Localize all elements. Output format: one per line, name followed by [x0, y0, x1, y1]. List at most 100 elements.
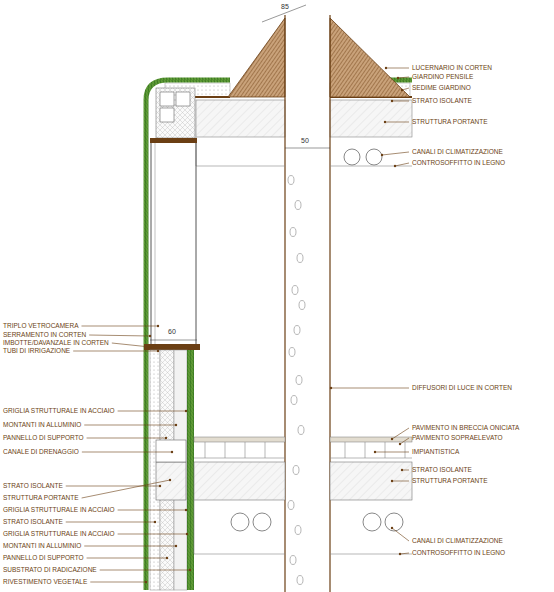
leader-dot: [169, 479, 171, 481]
leader-dot: [159, 485, 161, 487]
light-diffuser: [293, 466, 299, 475]
light-diffuser: [299, 301, 305, 310]
light-diffuser: [297, 576, 303, 585]
leader-dot: [165, 437, 167, 439]
leader-line: [89, 335, 150, 336]
leader-dot: [149, 346, 151, 348]
part-label: CONTROSOFFITTO IN LEGNO: [412, 550, 505, 557]
leader-dot: [384, 121, 386, 123]
leader-line: [375, 452, 409, 453]
part-label: CONTROSOFFITTO IN LEGNO: [412, 160, 505, 167]
part-label: IMBOTTE/DAVANZALE IN CORTEN: [3, 340, 109, 347]
leader-line: [82, 452, 172, 453]
light-diffuser: [298, 426, 304, 435]
leader-dot: [154, 521, 156, 523]
light-diffuser: [288, 176, 294, 185]
leader-dot: [185, 410, 187, 412]
part-label: STRATO ISOLANTE: [412, 98, 472, 105]
leader-dot: [175, 545, 177, 547]
leader-line: [66, 486, 160, 487]
leader-dot: [401, 89, 403, 91]
part-label: TRIPLO VETROCAMERA: [3, 323, 78, 330]
part-label: SEDIME GIARDINO: [412, 85, 471, 92]
leader-line: [73, 351, 158, 352]
part-label: CANALI DI CLIMATIZZAZIONE: [412, 149, 503, 156]
leader-dot: [381, 154, 383, 156]
leader-line: [386, 68, 409, 69]
leader-dot: [385, 67, 387, 69]
light-diffuser: [290, 556, 296, 565]
part-label: STRATO ISOLANTE: [3, 519, 63, 526]
part-label: GIARDINO PENSILE: [412, 74, 473, 81]
part-label: RIVESTIMENTO VEGETALE: [3, 579, 87, 586]
leader-line: [398, 77, 409, 78]
part-label: LUCERNARIO IN CORTEN: [412, 65, 492, 72]
leader-line: [392, 428, 409, 439]
leader-line: [385, 122, 409, 123]
leader-dot: [157, 350, 159, 352]
leader-dot: [149, 335, 151, 337]
part-label: STRUTTURA PORTANTE: [412, 478, 488, 485]
leader-dot: [391, 438, 393, 440]
part-label: PAVIMENTO IN BRECCIA ONICIATA: [412, 425, 519, 432]
part-label: DIFFUSORI DI LUCE IN CORTEN: [412, 385, 512, 392]
leader-line: [100, 570, 190, 571]
leader-line: [118, 510, 186, 511]
leader-line: [118, 534, 187, 535]
leader-dot: [186, 533, 188, 535]
part-label: STRATO ISOLANTE: [412, 467, 472, 474]
leader-dot: [394, 165, 396, 167]
part-label: IMPIANTISTICA: [412, 449, 459, 456]
leader-line: [90, 582, 146, 583]
leader-line: [392, 101, 409, 102]
leader-dot: [374, 451, 376, 453]
leader-line: [82, 480, 170, 498]
part-label: GRIGLIA STRUTTURALE IN ACCIAIO: [3, 408, 115, 415]
part-label: STRUTTURA PORTANTE: [3, 495, 79, 502]
leader-dot: [401, 469, 403, 471]
part-label: PANNELLO DI SUPPORTO: [3, 435, 84, 442]
dimension: 60: [167, 328, 177, 335]
leader-line: [392, 481, 409, 482]
part-label: PANNELLO DI SUPPORTO: [3, 555, 84, 562]
part-label: STRUTTURA PORTANTE: [412, 119, 488, 126]
leader-dot: [166, 557, 168, 559]
leader-line: [331, 388, 409, 389]
part-label: STRATO ISOLANTE: [3, 483, 63, 490]
light-diffuser: [290, 228, 296, 237]
part-label: SERRAMENTO IN CORTEN: [3, 332, 86, 339]
light-diffuser: [296, 376, 302, 385]
part-label: PAVIMENTO SOPRAELEVATO: [412, 435, 503, 442]
leader-line: [81, 326, 158, 327]
leader-line: [392, 528, 409, 541]
light-diffuser: [291, 396, 297, 405]
leader-line: [400, 553, 409, 554]
leader-line: [395, 163, 409, 166]
part-label: MONTANTI IN ALLUMINIO: [3, 422, 81, 429]
leader-line: [400, 438, 409, 444]
part-label: SUBSTRATO DI RADICAZIONE: [3, 567, 97, 574]
light-diffuser: [294, 326, 300, 335]
light-diffuser: [297, 254, 303, 263]
light-diffuser: [295, 526, 301, 535]
leader-line: [118, 411, 186, 412]
leader-dot: [175, 424, 177, 426]
leader-dot: [171, 451, 173, 453]
leader-dot: [189, 569, 191, 571]
leader-line: [84, 546, 176, 547]
light-diffuser: [289, 348, 295, 357]
leader-dot: [397, 77, 399, 79]
leader-dot: [157, 325, 159, 327]
leader-dot: [391, 480, 393, 482]
leader-line: [382, 152, 409, 155]
part-label: TUBI DI IRRIGAZIONE: [3, 348, 70, 355]
leader-dot: [330, 387, 332, 389]
light-diffuser: [288, 501, 294, 510]
leader-dot: [391, 100, 393, 102]
light-diffuser: [295, 201, 301, 210]
dimension: 85: [280, 3, 290, 10]
leader-line: [84, 425, 176, 426]
